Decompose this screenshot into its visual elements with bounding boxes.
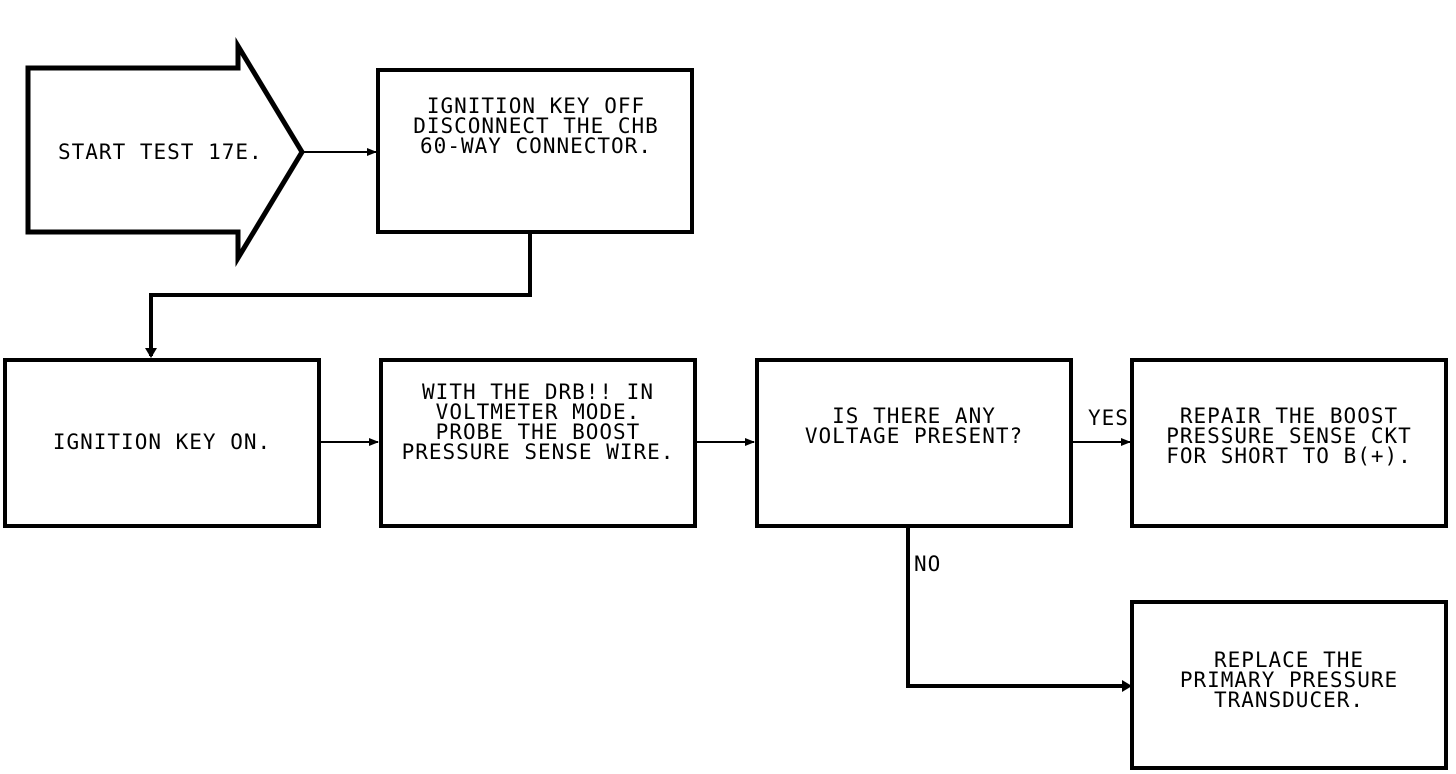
step-box-probe-wire xyxy=(379,358,697,528)
start-arrow-shape xyxy=(25,37,305,267)
start-node-label: START TEST 17E. xyxy=(58,140,263,164)
decision-box-voltage-present xyxy=(755,358,1073,528)
step-text-ignition-key-on: IGNITION KEY ON. xyxy=(52,430,272,454)
step-text-disconnect-connector: IGNITION KEY OFF DISCONNECT THE CHB 60-W… xyxy=(413,94,659,158)
edge-decision-to-no xyxy=(906,526,1124,688)
action-box-repair-circuit xyxy=(1130,358,1448,528)
action-box-replace-transducer xyxy=(1130,600,1448,770)
action-text-repair-circuit: REPAIR THE BOOST PRESSURE SENSE CKT FOR … xyxy=(1166,404,1412,468)
decision-text-voltage-present: IS THERE ANY VOLTAGE PRESENT? xyxy=(804,404,1024,448)
step-text-probe-wire: WITH THE DRB!! IN VOLTMETER MODE. PROBE … xyxy=(401,380,675,464)
action-text-replace-transducer: REPLACE THE PRIMARY PRESSURE TRANSDUCER. xyxy=(1179,648,1399,712)
no-branch-label: NO xyxy=(914,552,942,576)
yes-branch-label: YES xyxy=(1088,406,1129,430)
edge-step1-to-step2-arrowhead xyxy=(145,348,157,358)
step-box-disconnect-connector xyxy=(376,68,694,234)
edge-decision-to-no-arrowhead xyxy=(1122,680,1132,692)
edge-step1-to-step2 xyxy=(149,234,532,356)
step-box-ignition-key-on xyxy=(3,358,321,528)
